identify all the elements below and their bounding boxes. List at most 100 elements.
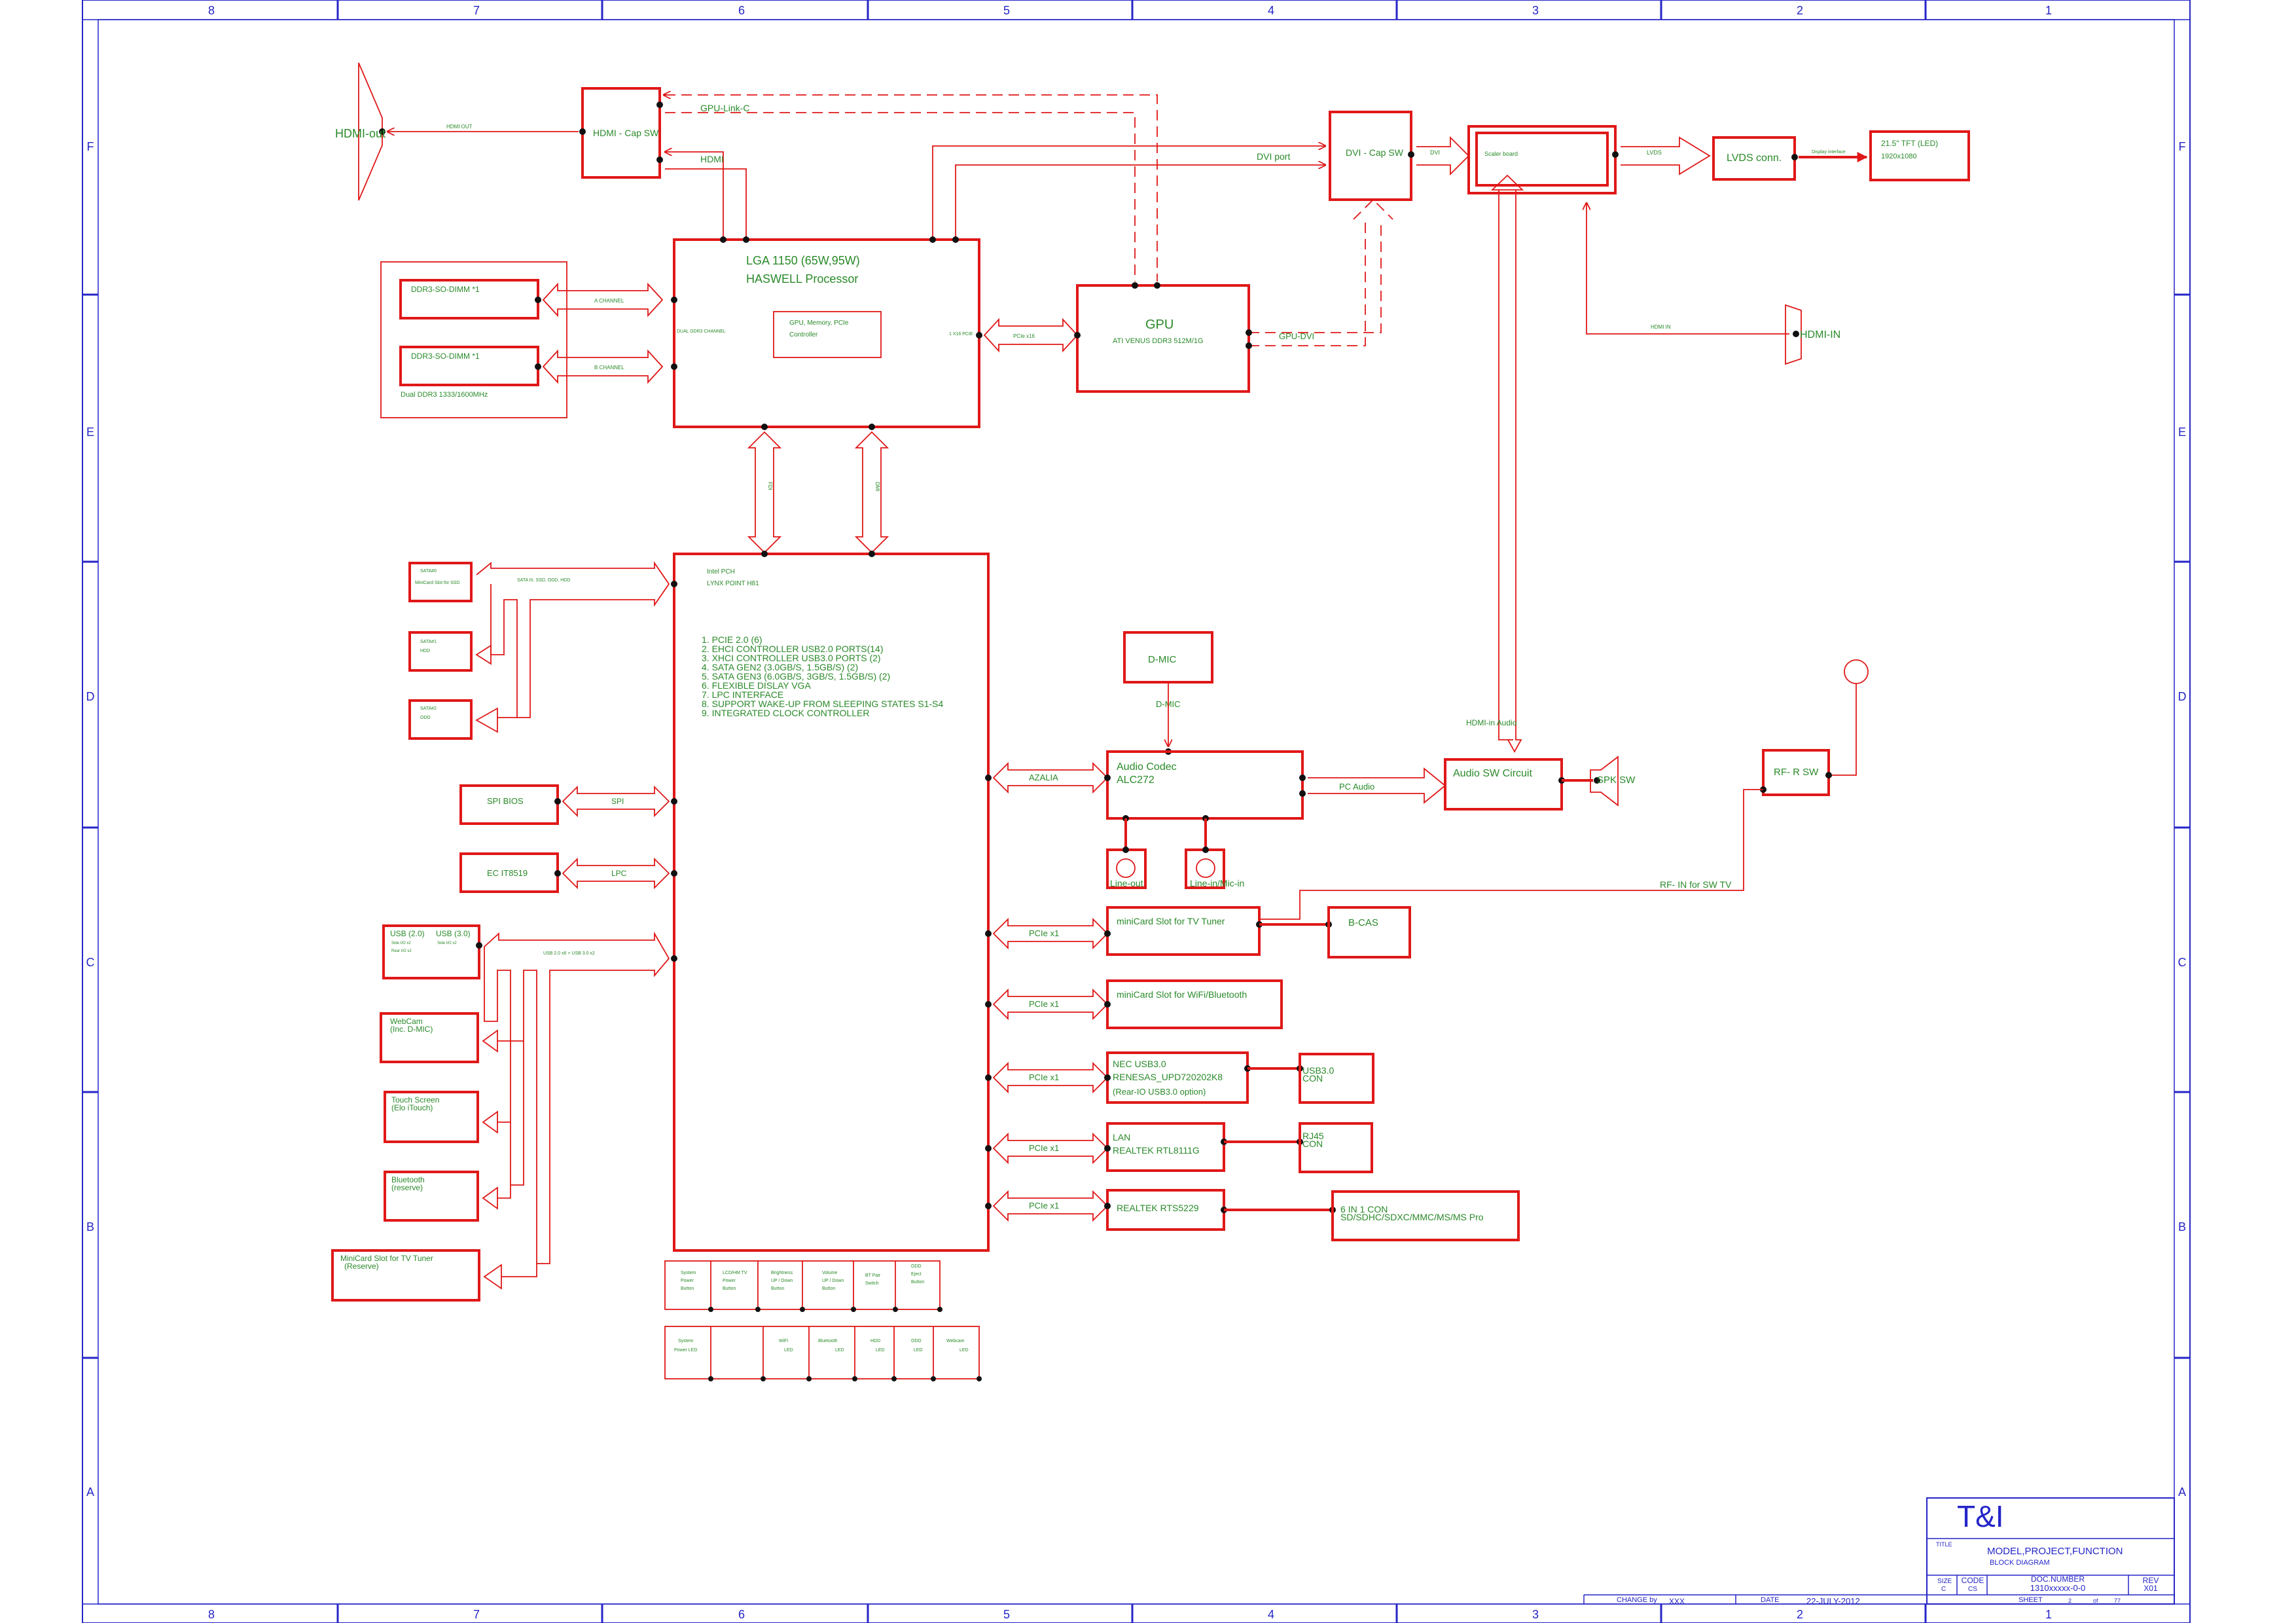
- button-3-l2: UP / Down: [822, 1279, 844, 1283]
- usb-port-block: [382, 924, 480, 979]
- pcie-label-wifi: PCIe x1: [1029, 999, 1059, 1009]
- sata1-label: SATA#1: [420, 640, 437, 644]
- led-strip-frame: [664, 1326, 980, 1379]
- size-value: C: [1941, 1586, 1946, 1593]
- col-label-5: 5: [1003, 4, 1010, 17]
- touch-screen-block: [384, 1091, 479, 1143]
- cpu-section: DDR3-SO-DIMM *1 DDR3-SO-DIMM *1 Dual DDR…: [380, 236, 1252, 554]
- bcas-label: B-CAS: [1348, 917, 1378, 928]
- pc-audio-bus: [1308, 767, 1446, 804]
- cpu-inner-controller: [773, 311, 882, 358]
- pcie-label-tuner: PCIe x1: [1029, 928, 1059, 938]
- lvds-label: LVDS: [1647, 149, 1662, 156]
- usb3-controller-note: (Rear-IO USB3.0 option): [1113, 1087, 1206, 1097]
- usb2-rear-label: Rear I/O x2: [391, 949, 412, 953]
- button-1-l2: Power: [723, 1279, 736, 1283]
- change-by-label: CHANGE by: [1617, 1596, 1657, 1604]
- button-3-l3: Button: [822, 1286, 835, 1291]
- cpu-title: LGA 1150 (65W,95W): [746, 254, 860, 267]
- button-0-l3: Button: [681, 1286, 694, 1291]
- gpu-subtitle: ATI VENUS DDR3 512M/1G: [1113, 337, 1204, 345]
- company-logo: T&I: [1957, 1499, 2004, 1533]
- sata2-block: [408, 699, 473, 740]
- dmi-label: DMI: [874, 482, 880, 492]
- ddr3-channel-b-label: B CHANNEL: [594, 365, 624, 371]
- cpu-subtitle: HASWELL Processor: [746, 272, 858, 285]
- rev-label: REV: [2143, 1576, 2159, 1585]
- dvi-port-label: DVI port: [1257, 151, 1290, 162]
- usb3-label: USB (3.0): [436, 929, 471, 938]
- pch-feature-4: 4. SATA GEN2 (3.0GB/S, 1.5GB/S) (2): [702, 662, 858, 672]
- pcie-label-lan: PCIe x1: [1029, 1143, 1059, 1153]
- sheet-value: 2: [2068, 1597, 2072, 1604]
- change-by-value: XXX: [1669, 1597, 1685, 1606]
- speaker-icon: [1590, 756, 1619, 807]
- memory-note: Dual DDR3 1333/1600MHz: [401, 391, 488, 399]
- col-label-4: 4: [1268, 4, 1274, 17]
- hdmi-in-audio-bus: [1498, 190, 1522, 753]
- scaler-board-inner: [1475, 132, 1609, 187]
- col-label-3: 3: [1532, 4, 1539, 17]
- rev-value: X01: [2144, 1584, 2158, 1593]
- of-value: 77: [2114, 1597, 2121, 1604]
- usb3-con-block: [1299, 1053, 1374, 1104]
- lpc-bus: [562, 857, 670, 890]
- tft-panel-label: 21.5" TFT (LED): [1881, 139, 1938, 148]
- scaler-board-label: Scaler board: [1484, 151, 1518, 157]
- spi-bus: [562, 785, 670, 818]
- col-label-6-bottom: 6: [738, 1608, 745, 1621]
- memory-group-frame: [380, 261, 567, 418]
- ec-label: EC IT8519: [487, 868, 528, 878]
- code-label: CODE: [1962, 1576, 1984, 1585]
- usb3-con-sub: CON: [1302, 1073, 1323, 1084]
- col-label-5-bottom: 5: [1003, 1608, 1010, 1621]
- dimm-b-label: DDR3-SO-DIMM *1: [411, 352, 480, 361]
- card-connector-label: 6 IN 1 CON: [1340, 1204, 1388, 1214]
- cpu-pcie-port-label: 1 X16 PCIE: [949, 332, 973, 337]
- led-2-l2: LED: [784, 1348, 793, 1353]
- sata1-block: [408, 631, 473, 672]
- dimm-a-label: DDR3-SO-DIMM *1: [411, 285, 480, 294]
- pch-feature-1: 1. PCIE 2.0 (6): [702, 634, 762, 645]
- tv-tuner-reserve-label: MiniCard Slot for TV Tuner: [340, 1254, 433, 1263]
- row-label-a-right: A: [2178, 1486, 2186, 1499]
- title-field-label: TITLE: [1936, 1541, 1952, 1548]
- ddr3-channel-a-label: A CHANNEL: [594, 298, 624, 304]
- doc-number-label: DOC.NUMBER: [2031, 1575, 2085, 1584]
- date-value: 22-JULY-2012: [1806, 1596, 1860, 1606]
- led-6-l2: LED: [960, 1348, 969, 1353]
- sata-section: SATA#0 MiniCard Slot for SSD SATA#1 HDD …: [408, 561, 670, 740]
- pch-subtitle: LYNX POINT H81: [707, 580, 759, 587]
- hdmi-in-audio-label: HDMI-in Audio: [1466, 718, 1517, 727]
- pch-feature-3: 3. XHCI CONTROLLER USB3.0 PORTS (2): [702, 653, 881, 663]
- usb-section: USB (2.0) USB (3.0) Side I/O x2 Rear I/O…: [331, 924, 670, 1302]
- buttons-row: System Power Button LCD/HM TV Power Butt…: [664, 1260, 942, 1312]
- line-out-jack-icon: [1116, 858, 1136, 878]
- led-2-l1: WiFi: [779, 1339, 788, 1343]
- hdmi-out-label: HDMI-out: [335, 127, 386, 140]
- tft-panel-resolution: 1920x1080: [1881, 153, 1916, 160]
- sheet-frame: [82, 0, 2191, 1623]
- pch-feature-5: 5. SATA GEN3 (6.0GB/S, 3GB/S, 1.5GB/S) (…: [702, 671, 890, 682]
- col-label-4-bottom: 4: [1268, 1608, 1274, 1621]
- button-5-l3: Button: [911, 1280, 924, 1285]
- hdmi-cap-sw-label: HDMI - Cap SW: [593, 128, 659, 138]
- size-label: SIZE: [1937, 1578, 1952, 1585]
- audio-sw-label: Audio SW Circuit: [1453, 768, 1532, 779]
- button-0-l2: Power: [681, 1279, 694, 1283]
- col-label-1-bottom: 1: [2045, 1608, 2052, 1621]
- sata-bus-label: SATA III, SSD, ODD, HDD: [517, 578, 570, 583]
- zone-labels: 8 7 6 5 4 3 2 1 8 7 6 5 4 3 2 1 F E D C …: [86, 4, 2187, 1621]
- title-line-2: BLOCK DIAGRAM: [1990, 1559, 2050, 1567]
- tft-panel-block: [1869, 130, 1970, 181]
- lpc-bus-label: LPC: [611, 869, 627, 878]
- sata0-label: SATA#0: [420, 569, 437, 574]
- pch-feature-9: 9. INTEGRATED CLOCK CONTROLLER: [702, 708, 869, 718]
- date-label: DATE: [1761, 1596, 1780, 1604]
- webcam-sub: (Inc. D-MIC): [390, 1025, 433, 1034]
- display-section: HDMI-out HDMI OUT HDMI - Cap SW GPU-Link…: [335, 62, 1970, 365]
- hdmi-in-label: HDMI-IN: [1800, 329, 1840, 340]
- row-label-f: F: [87, 140, 94, 153]
- pcie-label-usb3: PCIe x1: [1029, 1072, 1059, 1082]
- pch-title: Intel PCH: [707, 568, 735, 575]
